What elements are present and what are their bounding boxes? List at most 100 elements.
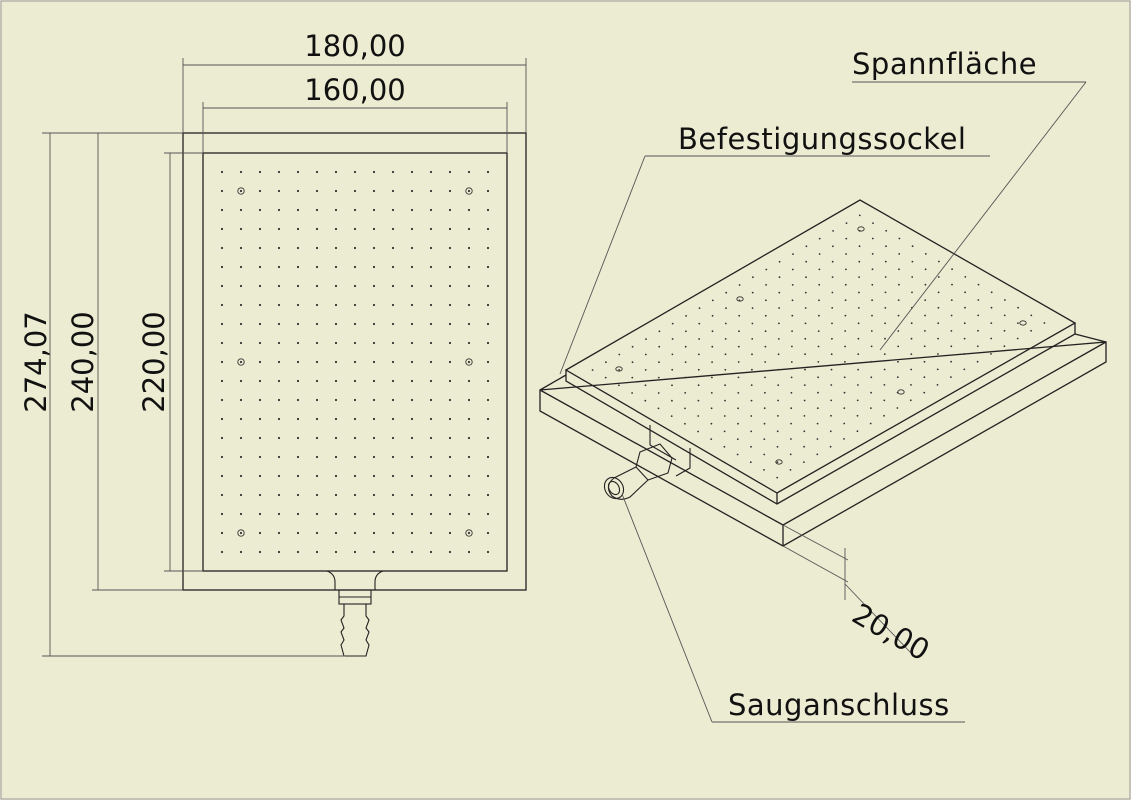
vacuum-hole	[410, 379, 414, 383]
vacuum-hole	[429, 265, 433, 269]
vacuum-hole	[258, 436, 262, 440]
vacuum-hole	[429, 303, 433, 307]
vacuum-hole	[239, 379, 243, 383]
vacuum-hole	[353, 398, 357, 402]
vacuum-hole-iso	[645, 338, 647, 340]
vacuum-hole-iso	[845, 237, 848, 240]
vacuum-hole	[467, 455, 471, 459]
vacuum-hole	[467, 493, 471, 497]
vacuum-hole-iso	[871, 268, 874, 271]
vacuum-hole	[410, 512, 414, 516]
vacuum-hole	[448, 189, 452, 193]
vacuum-hole	[372, 493, 376, 497]
vacuum-hole	[391, 379, 395, 383]
vacuum-hole-iso	[764, 361, 767, 363]
vacuum-hole-iso	[832, 230, 834, 232]
vacuum-hole-iso	[963, 337, 966, 340]
vacuum-hole	[448, 474, 452, 478]
vacuum-hole-iso	[751, 338, 754, 340]
vacuum-hole	[353, 360, 357, 364]
mounting-holes	[237, 187, 473, 537]
total-length-dimension: 274,07	[19, 311, 53, 412]
vacuum-hole-iso	[844, 330, 847, 332]
vacuum-hole	[296, 531, 300, 535]
vacuum-hole	[277, 227, 281, 231]
vacuum-hole-iso	[1016, 337, 1019, 340]
vacuum-hole-iso	[829, 445, 832, 448]
vacuum-hole	[220, 246, 224, 250]
vacuum-hole	[353, 284, 357, 288]
vacuum-hole-iso	[765, 299, 767, 302]
vacuum-hole-iso	[792, 253, 794, 256]
vacuum-hole	[410, 284, 414, 288]
vacuum-hole-iso	[871, 299, 873, 302]
vacuum-hole-iso	[684, 422, 686, 425]
vacuum-hole-iso	[711, 361, 713, 363]
vacuum-hole	[315, 398, 319, 402]
vacuum-hole	[239, 227, 243, 231]
vacuum-hole-iso	[778, 276, 781, 279]
vacuum-hole-iso	[1003, 314, 1006, 317]
vacuum-hole-iso	[790, 361, 793, 363]
vacuum-hole-iso	[897, 330, 900, 332]
vacuum-hole-iso	[605, 361, 607, 364]
vacuum-hole	[448, 322, 452, 326]
vacuum-hole	[353, 227, 357, 231]
vacuum-hole	[315, 455, 319, 459]
vacuum-hole-iso	[763, 422, 766, 425]
vacuum-hole-iso	[816, 438, 819, 440]
vacuum-hole	[258, 360, 262, 364]
vacuum-hole	[277, 550, 281, 554]
vacuum-hole-iso	[977, 329, 979, 332]
vacuum-hole-iso	[883, 414, 885, 417]
vacuum-hole-iso	[684, 392, 687, 394]
vacuum-hole	[429, 170, 433, 174]
vacuum-hole	[258, 512, 262, 516]
vacuum-hole-iso	[817, 361, 820, 363]
vacuum-hole-iso	[883, 353, 886, 355]
vacuum-hole	[372, 398, 376, 402]
vacuum-hole	[277, 322, 281, 326]
vacuum-hole	[429, 189, 433, 193]
vacuum-hole-iso	[776, 430, 779, 433]
vacuum-hole-iso	[776, 476, 779, 479]
vacuum-hole-iso	[856, 414, 859, 417]
vacuum-hole-iso	[750, 384, 753, 386]
clamping-surface-outline	[202, 152, 508, 572]
vacuum-hole	[334, 284, 338, 288]
vacuum-hole	[258, 189, 262, 193]
vacuum-hole	[239, 170, 243, 174]
vacuum-hole	[277, 398, 281, 402]
vacuum-hole	[448, 284, 452, 288]
vacuum-hole	[429, 322, 433, 326]
vacuum-hole-iso	[658, 361, 660, 364]
vacuum-hole-iso	[789, 453, 792, 456]
vacuum-hole-iso	[951, 268, 953, 271]
vacuum-hole-iso	[644, 384, 647, 387]
vacuum-hole	[372, 360, 376, 364]
vacuum-hole-iso	[803, 445, 805, 448]
vacuum-hole-iso	[977, 314, 980, 317]
vacuum-hole-iso	[737, 345, 740, 348]
vacuum-hole	[239, 189, 243, 193]
vacuum-hole-iso	[843, 391, 846, 394]
vacuum-hole	[334, 170, 338, 174]
vacuum-hole	[220, 512, 224, 516]
vacuum-hole-iso	[764, 314, 767, 317]
vacuum-hole-iso	[963, 322, 966, 325]
vacuum-hole-iso	[763, 407, 766, 410]
vacuum-hole-iso	[950, 314, 953, 317]
vacuum-hole	[239, 341, 243, 345]
vacuum-hole	[410, 531, 414, 535]
vacuum-hole	[220, 455, 224, 459]
vacuum-hole	[296, 455, 300, 459]
vacuum-hole-iso	[884, 337, 886, 340]
vacuum-hole-iso	[830, 414, 832, 417]
vacuum-hole-iso	[657, 376, 660, 379]
vacuum-hole	[258, 398, 262, 402]
vacuum-hole-iso	[832, 245, 834, 248]
vacuum-hole	[486, 208, 490, 212]
vacuum-hole-iso	[777, 353, 780, 356]
vacuum-hole	[391, 265, 395, 269]
vacuum-hole-iso	[990, 291, 993, 294]
